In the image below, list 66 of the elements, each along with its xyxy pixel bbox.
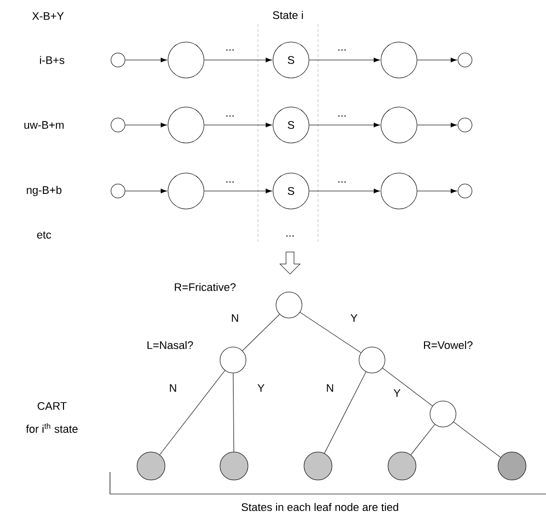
tree-label: CART — [38, 402, 67, 410]
decision-node — [276, 292, 302, 318]
column-label: State i — [272, 10, 303, 20]
state-circle — [168, 42, 204, 78]
branch-line — [410, 424, 436, 456]
edge-label: ... — [224, 114, 236, 118]
branch-line — [159, 370, 226, 455]
arrow — [417, 188, 457, 194]
edge-label: N — [230, 313, 240, 323]
row-label: i-B+s — [40, 56, 64, 64]
decision-node — [358, 346, 386, 374]
branch-line — [300, 312, 362, 353]
state-circle — [110, 52, 126, 68]
question-label: R=Fricative? — [174, 282, 236, 292]
edge-label: N — [325, 383, 335, 393]
arrow — [125, 58, 167, 62]
arrow — [204, 122, 272, 128]
leaf-node — [136, 452, 166, 480]
leaf-node — [388, 452, 416, 480]
leaf-node — [498, 452, 526, 480]
edge-label: ... — [336, 180, 348, 184]
arrow — [204, 58, 272, 62]
branch-line — [232, 373, 234, 452]
decision-node — [430, 400, 456, 428]
branch-line — [382, 368, 433, 406]
arrow — [309, 188, 380, 194]
arrow — [417, 58, 457, 62]
leaf-node — [220, 452, 248, 480]
branch-line — [453, 422, 501, 458]
edge-label: Y — [349, 313, 359, 323]
decision-node — [220, 346, 246, 374]
arrow — [125, 122, 167, 128]
ellipsis: ... — [286, 235, 294, 237]
state-circle — [458, 118, 472, 132]
state-circle — [168, 106, 204, 144]
caption-text: States in each leaf node are tied — [242, 502, 398, 512]
edge-label: ... — [336, 48, 348, 52]
row-label: ng-B+b — [26, 186, 62, 196]
state-circle — [168, 172, 204, 210]
state-circle — [458, 52, 472, 68]
branch-line — [242, 314, 280, 351]
arrow — [125, 188, 167, 194]
edge-label: ... — [224, 48, 236, 52]
edge-label: Y — [392, 388, 402, 398]
edge-label: Y — [256, 383, 266, 393]
state-circle — [110, 184, 126, 198]
state-circle — [380, 172, 418, 210]
state-circle — [458, 184, 472, 198]
leaf-node — [304, 452, 332, 480]
row-label: etc — [37, 231, 52, 239]
edge-label: ... — [224, 180, 236, 184]
arrow — [204, 188, 272, 194]
state-circle — [110, 118, 126, 132]
state-circle — [380, 106, 418, 144]
row-label: X-B+Y — [32, 12, 64, 20]
tree-label: for i$^{th}$ state — [26, 423, 78, 433]
branch-line — [324, 372, 366, 454]
arrow — [309, 58, 380, 62]
row-label: uw-B+m — [24, 121, 64, 129]
edge-label: ... — [336, 114, 348, 118]
question-label: R=Vowel? — [424, 340, 472, 350]
state-circle — [380, 42, 418, 78]
arrow — [417, 122, 457, 128]
question-label: L=Nasal? — [148, 340, 193, 350]
arrow — [309, 122, 380, 128]
edge-label: N — [168, 383, 178, 393]
